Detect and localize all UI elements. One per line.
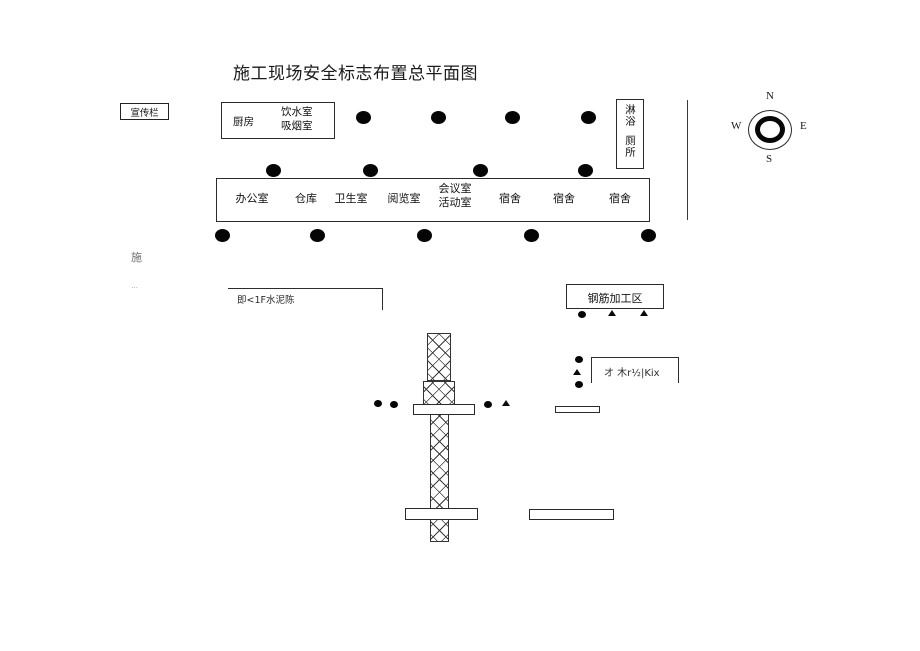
cement-area-bracket bbox=[228, 288, 383, 310]
room-label-1: 仓库 bbox=[295, 192, 317, 205]
safety-sign-marker-sign_dots_mid-1 bbox=[363, 164, 378, 177]
rebar-area-box bbox=[566, 284, 664, 309]
timber-area-label: オ 木r½|Kix bbox=[604, 368, 660, 379]
safety-sign-marker-sign_dots_top-2 bbox=[505, 111, 520, 124]
room-label-water-smoking: 饮水室 吸烟室 bbox=[281, 105, 313, 133]
compass-label-east: E bbox=[800, 120, 807, 132]
safety-sign-marker-crane-3 bbox=[502, 400, 510, 406]
left-margin-note: 施 bbox=[131, 251, 142, 264]
safety-sign-marker-sign_dots_top-0 bbox=[356, 111, 371, 124]
page-title: 施工现场安全标志布置总平面图 bbox=[233, 64, 478, 84]
safety-sign-marker-sign_dots_top-3 bbox=[581, 111, 596, 124]
safety-sign-marker-timber-1 bbox=[573, 369, 581, 375]
safety-sign-marker-sign_dots_mid-0 bbox=[266, 164, 281, 177]
safety-sign-marker-sign_dots_mid-2 bbox=[473, 164, 488, 177]
material-bar-upper bbox=[555, 406, 600, 413]
material-bar-lower bbox=[529, 509, 614, 520]
rebar-area-label: 钢筋加工区 bbox=[587, 292, 643, 305]
room-label-kitchen: 厨房 bbox=[233, 116, 254, 128]
room-label-2: 卫生室 bbox=[334, 192, 368, 205]
room-label-toilet: 厕所 bbox=[624, 135, 636, 158]
cement-area-label: 即<1F水泥陈 bbox=[237, 295, 295, 306]
room-label-7: 宿舍 bbox=[609, 192, 631, 205]
safety-sign-marker-rebar-2 bbox=[640, 310, 648, 316]
safety-sign-marker-crane-0 bbox=[374, 400, 382, 407]
compass-label-west: W bbox=[731, 120, 742, 132]
site-boundary-line bbox=[687, 100, 688, 220]
safety-sign-marker-rebar-1 bbox=[608, 310, 616, 316]
left-margin-note-secondary: … bbox=[131, 282, 140, 290]
compass-inner-ring bbox=[755, 116, 785, 143]
crane-base-beam bbox=[405, 508, 478, 520]
safety-sign-marker-crane-2 bbox=[484, 401, 492, 408]
bulletin-board-label: 宣传栏 bbox=[130, 107, 159, 119]
crane-mast-lower bbox=[430, 407, 449, 542]
room-label-6: 宿舍 bbox=[553, 192, 575, 205]
safety-sign-marker-sign_dots_bottom-2 bbox=[417, 229, 432, 242]
compass-label-south: S bbox=[766, 153, 773, 165]
safety-sign-marker-crane-1 bbox=[390, 401, 398, 408]
room-label-3: 阅览室 bbox=[387, 192, 421, 205]
compass-label-north: N bbox=[766, 90, 774, 102]
safety-sign-marker-sign_dots_top-1 bbox=[431, 111, 446, 124]
compass-rose: N S E W bbox=[724, 88, 816, 180]
service-building-box bbox=[221, 102, 335, 139]
safety-sign-marker-sign_dots_mid-3 bbox=[578, 164, 593, 177]
safety-sign-marker-sign_dots_bottom-0 bbox=[215, 229, 230, 242]
room-label-5: 宿舍 bbox=[499, 192, 521, 205]
room-label-shower: 淋浴 bbox=[624, 104, 636, 127]
safety-sign-marker-sign_dots_bottom-4 bbox=[641, 229, 656, 242]
bulletin-board-box: 宣传栏 bbox=[120, 103, 169, 120]
main-building-box bbox=[216, 178, 650, 222]
crane-mast-upper bbox=[427, 333, 451, 381]
room-label-4: 会议室活动室 bbox=[431, 182, 479, 210]
crane-jib-upper bbox=[413, 404, 475, 415]
room-label-4-line2: 活动室 bbox=[438, 196, 472, 209]
safety-sign-marker-timber-2 bbox=[575, 381, 583, 388]
safety-sign-marker-timber-0 bbox=[575, 356, 583, 363]
room-label-smoking-room: 吸烟室 bbox=[281, 120, 313, 132]
room-label-4-line1: 会议室 bbox=[438, 182, 472, 195]
safety-sign-marker-sign_dots_bottom-1 bbox=[310, 229, 325, 242]
safety-sign-marker-sign_dots_bottom-3 bbox=[524, 229, 539, 242]
room-label-water-room: 饮水室 bbox=[281, 106, 313, 118]
sanitary-block-box bbox=[616, 99, 644, 169]
safety-sign-marker-rebar-0 bbox=[578, 311, 586, 318]
room-label-0: 办公室 bbox=[235, 192, 269, 205]
timber-area-bracket bbox=[591, 357, 679, 383]
compass-outer-ring bbox=[748, 110, 792, 150]
